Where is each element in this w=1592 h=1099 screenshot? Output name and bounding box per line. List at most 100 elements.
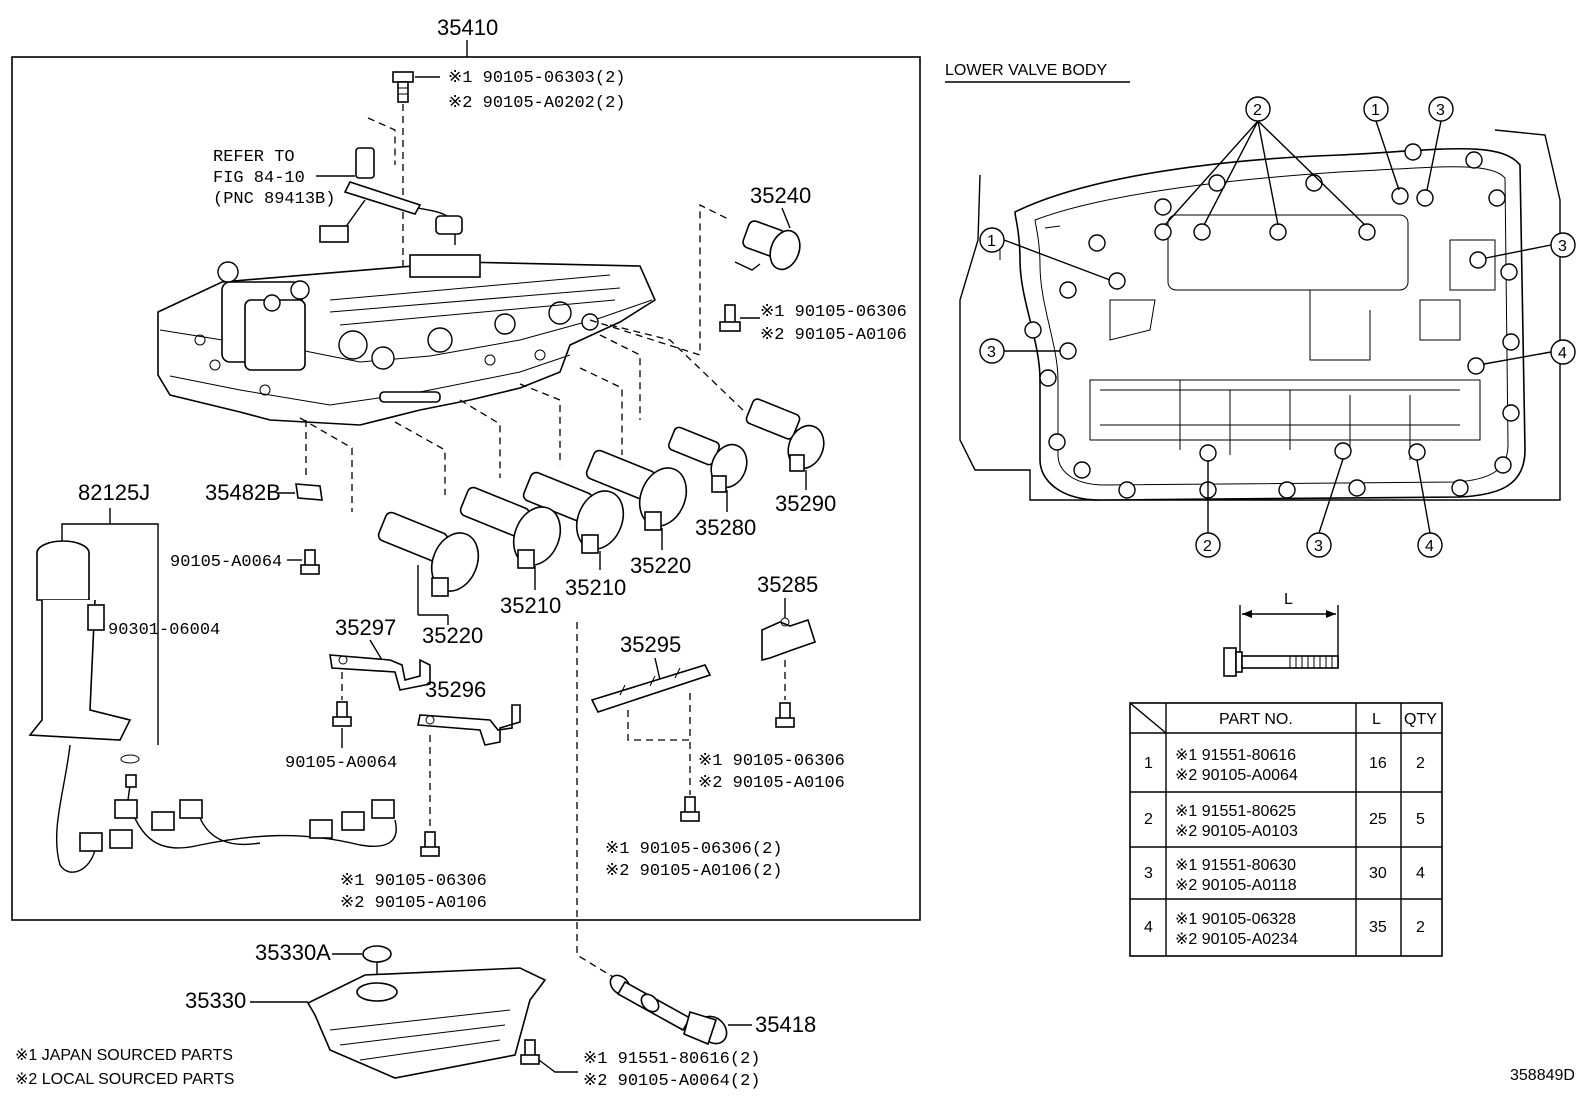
marker-bottom-3: 3 — [1306, 458, 1344, 558]
bolt-a0064-upper-label: 90105-A0064 — [170, 553, 282, 572]
part-35285-label: 35285 — [757, 572, 818, 597]
part-35210b-label: 35210 — [500, 593, 561, 618]
part-35330-label: 35330 — [185, 988, 246, 1013]
temperature-sensor-icon — [319, 117, 463, 245]
svg-text:4: 4 — [1558, 345, 1567, 362]
assembly-frame — [11, 56, 921, 921]
table-row-4-index: 4 — [1144, 919, 1153, 936]
bolt-a0064-lower-icon — [332, 701, 352, 727]
bolt-mid-icon — [680, 796, 700, 822]
svg-text:2: 2 — [1203, 538, 1212, 555]
bracket-35482b-icon — [295, 483, 323, 501]
solenoid-35240-icon — [734, 220, 801, 271]
bolt-low-line1: ※1 90105-06306(2) — [605, 840, 782, 859]
marker-bottom-4: 4 — [1416, 459, 1443, 558]
bolt-length-dimension: L — [1223, 591, 1339, 677]
top-bolt-icon — [392, 71, 414, 103]
note-local-sourced: ※2 LOCAL SOURCED PARTS — [15, 1071, 234, 1088]
part-35296-label: 35296 — [425, 677, 486, 702]
part-35290-label: 35290 — [775, 491, 836, 516]
table-row-2-part2: ※2 90105-A0103 — [1175, 823, 1298, 840]
table-row-4-part1: ※1 90105-06328 — [1175, 911, 1296, 928]
svg-text:2: 2 — [1253, 102, 1262, 119]
marker-bottom-2: 2 — [1195, 461, 1221, 558]
svg-text:1: 1 — [987, 233, 996, 250]
bolt-spec-table: PART NO. L QTY 1 ※1 91551-80616 ※2 90105… — [1129, 702, 1443, 957]
svg-text:3: 3 — [1436, 102, 1445, 119]
part-82125j-label: 82125J — [78, 480, 150, 505]
svg-text:3: 3 — [987, 344, 996, 361]
marker-left-1: 1 — [979, 227, 1111, 281]
bolt-mid-line1: ※1 90105-06306 — [698, 752, 845, 771]
table-header-qty: QTY — [1404, 711, 1437, 728]
table-row-2-part1: ※1 91551-80625 — [1175, 803, 1296, 820]
table-row-3-part1: ※1 91551-80630 — [1175, 857, 1296, 874]
wire-harness-82125j-icon — [28, 540, 397, 873]
part-35482b-label: 35482B — [205, 480, 281, 505]
refer-line3: (PNC 89413B) — [213, 190, 335, 209]
solenoid-35210-lower-icon — [459, 486, 562, 569]
bracket-35296-icon — [417, 704, 521, 746]
pipe-35418-icon — [609, 974, 728, 1046]
svg-text:4: 4 — [1425, 538, 1434, 555]
table-row-3-part2: ※2 90105-A0118 — [1175, 877, 1297, 894]
bracket-35297-icon — [329, 654, 431, 691]
marker-top-2: 2 — [1164, 96, 1366, 226]
bolt-top-line2: ※2 90105-A0202(2) — [448, 94, 625, 113]
bolt-bottom-left-line2: ※2 90105-A0106 — [340, 894, 487, 913]
table-row-2-l: 25 — [1369, 811, 1387, 828]
table-row-4-l: 35 — [1369, 919, 1387, 936]
figure-id: 358849D — [1510, 1067, 1575, 1084]
table-row-2-index: 2 — [1144, 811, 1153, 828]
table-row-3-index: 3 — [1144, 865, 1153, 882]
svg-text:1: 1 — [1371, 102, 1380, 119]
refer-line1: REFER TO — [213, 148, 295, 167]
solenoid-35290-icon — [745, 398, 825, 472]
part-35280-label: 35280 — [695, 515, 756, 540]
table-row-1-index: 1 — [1144, 755, 1153, 772]
part-35418-label: 35418 — [755, 1012, 816, 1037]
bolt-pan-icon — [520, 1039, 540, 1065]
part-35220a-label: 35220 — [630, 553, 691, 578]
bolt-a0064-upper-icon — [300, 549, 320, 575]
lower-valve-body-title: LOWER VALVE BODY — [945, 62, 1107, 79]
table-row-4-part2: ※2 90105-A0234 — [1175, 931, 1298, 948]
marker-right-4: 4 — [1483, 339, 1576, 365]
svg-text:3: 3 — [1558, 238, 1567, 255]
valve-body-assembly-icon — [157, 254, 657, 426]
part-35220b-label: 35220 — [422, 623, 483, 648]
refer-line2: FIG 84-10 — [213, 169, 305, 188]
solenoid-35220-lower-icon — [377, 511, 480, 597]
marker-right-3: 3 — [1485, 232, 1576, 259]
bolt-pan-line1: ※1 91551-80616(2) — [583, 1050, 760, 1069]
table-row-1-qty: 2 — [1416, 755, 1425, 772]
table-header-part-no: PART NO. — [1219, 711, 1293, 728]
bolt-bottom-left-line1: ※1 90105-06306 — [340, 872, 487, 891]
table-row-1-part2: ※2 90105-A0064 — [1175, 767, 1298, 784]
plate-35295-icon — [590, 664, 712, 713]
note-japan-sourced: ※1 JAPAN SOURCED PARTS — [15, 1047, 233, 1064]
part-35297-label: 35297 — [335, 615, 396, 640]
bolt-right-icon — [719, 304, 741, 332]
bolt-low-line2: ※2 90105-A0106(2) — [605, 862, 782, 881]
bolt-pan-line2: ※2 90105-A0064(2) — [583, 1072, 760, 1091]
solenoid-35210-upper-icon — [522, 471, 625, 554]
o-ring-35330a-icon — [362, 945, 392, 963]
svg-text:3: 3 — [1314, 538, 1323, 555]
bolt-clip-icon — [775, 702, 795, 728]
marker-top-1: 1 — [1363, 96, 1400, 191]
part-35210a-label: 35210 — [565, 575, 626, 600]
bolt-right-line1: ※1 90105-06306 — [760, 303, 907, 322]
table-row-2-qty: 5 — [1416, 811, 1425, 828]
table-header-l: L — [1372, 711, 1381, 728]
dimension-l-label: L — [1284, 591, 1293, 608]
main-part-label: 35410 — [437, 15, 498, 40]
part-90301-label: 90301-06004 — [108, 621, 220, 640]
lower-valve-body-drawing — [959, 129, 1561, 501]
bolt-mid-line2: ※2 90105-A0106 — [698, 774, 845, 793]
solenoid-35280-icon — [667, 426, 748, 493]
strainer-35330-icon — [306, 967, 547, 1079]
bolt-top-line1: ※1 90105-06303(2) — [448, 69, 625, 88]
table-row-3-l: 30 — [1369, 865, 1387, 882]
